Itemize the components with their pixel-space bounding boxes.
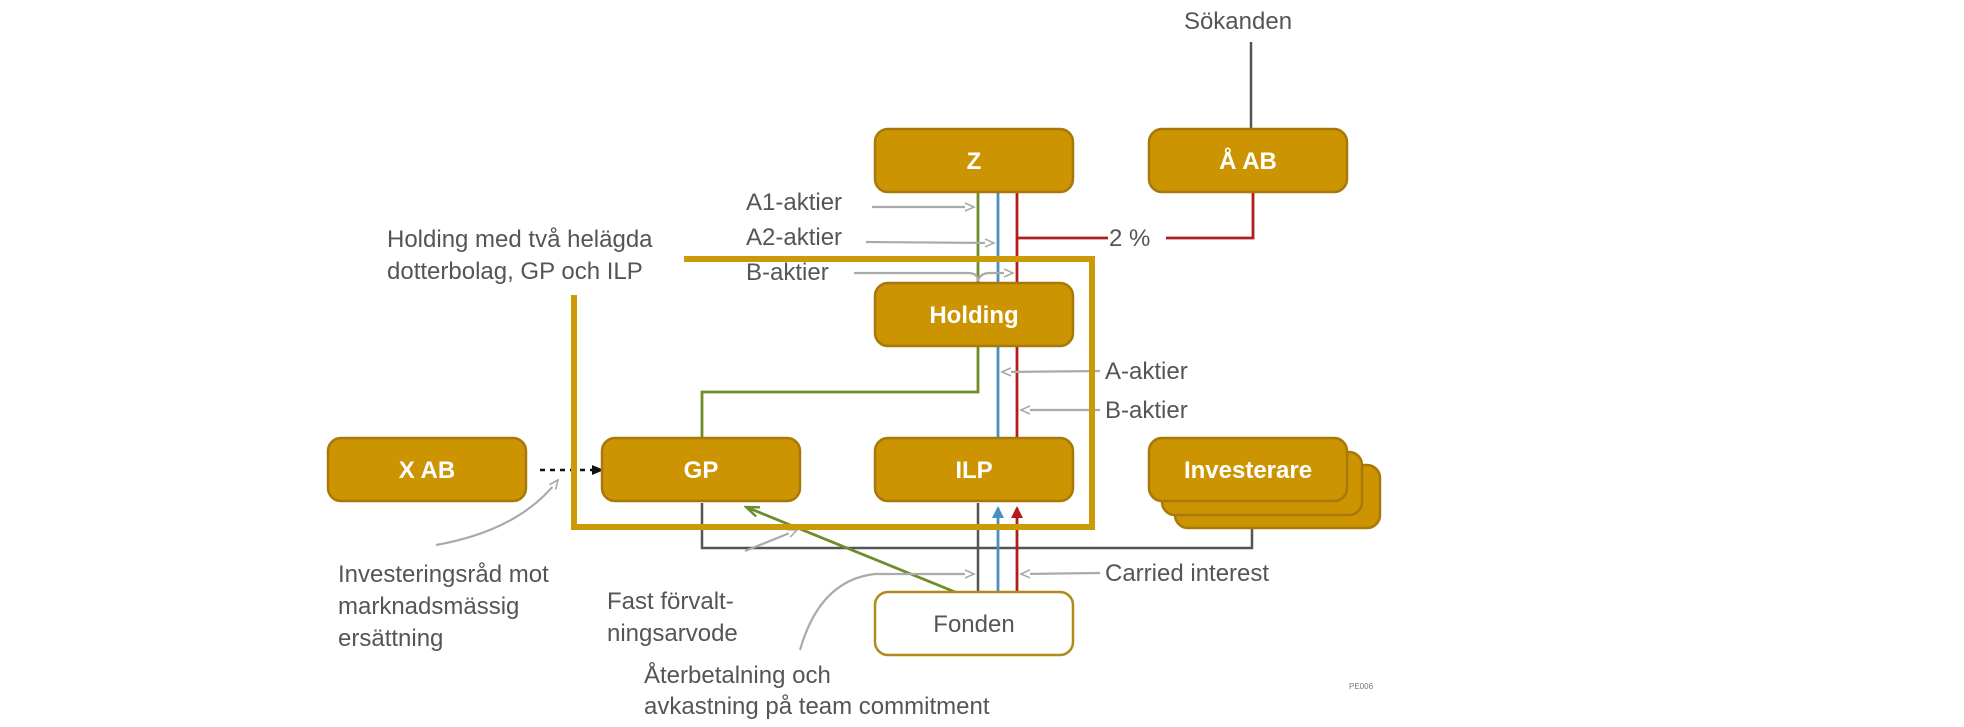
label-investeringsrad-line3: ersättning <box>338 625 443 652</box>
node-gp: GP <box>600 436 802 503</box>
label-aterbetalning-line2: avkastning på team commitment <box>644 693 990 720</box>
a2-arrow <box>865 238 996 248</box>
svg-text:GP: GP <box>684 457 719 484</box>
node-holding: Holding <box>873 281 1075 348</box>
node-sokanden: Sökanden <box>1184 8 1292 35</box>
label-investeringsrad-line2: marknadsmässig <box>338 593 519 620</box>
holding-group-frame <box>571 256 1095 530</box>
svg-text:Holding: Holding <box>929 302 1018 329</box>
label-two-percent: 2 % <box>1109 225 1150 252</box>
investeringsrad-arrow <box>435 478 560 547</box>
node-z: Z <box>873 127 1075 194</box>
label-carried-interest: Carried interest <box>1105 560 1269 587</box>
node-ilp: ILP <box>873 436 1075 503</box>
label-b-aktier-top: B-aktier <box>746 259 829 286</box>
svg-text:X AB: X AB <box>399 457 455 484</box>
holding-group-label-line1: Holding med två helägda <box>387 226 653 253</box>
label-b-aktier-mid: B-aktier <box>1105 397 1188 424</box>
label-a1-aktier: A1-aktier <box>746 189 842 216</box>
node-xab: X AB <box>326 436 528 503</box>
document-code: PE006 <box>1349 682 1374 691</box>
node-investerare-stack: Investerare <box>1147 436 1382 530</box>
node-aab: Å AB <box>1147 127 1349 194</box>
carried-interest-arrow <box>1019 569 1101 579</box>
svg-text:ILP: ILP <box>955 457 992 484</box>
holding-group-label-line2: dotterbolag, GP och ILP <box>387 258 643 285</box>
fast-arvode-arrow <box>744 528 799 553</box>
label-a2-aktier: A2-aktier <box>746 224 842 251</box>
svg-text:Investerare: Investerare <box>1184 457 1312 484</box>
label-fast-arvode-line2: ningsarvode <box>607 620 738 647</box>
label-fast-arvode-line1: Fast förvalt- <box>607 588 734 615</box>
label-a-aktier: A-aktier <box>1105 358 1188 385</box>
aterbetalning-arrow <box>798 569 976 651</box>
two-percent-line <box>1017 192 1255 240</box>
svg-text:Fonden: Fonden <box>933 611 1014 638</box>
fee-arrow <box>746 505 961 596</box>
node-fonden: Fonden <box>873 590 1075 657</box>
label-aterbetalning-line1: Återbetalning och <box>644 661 831 689</box>
b-top-arrow <box>854 268 1015 282</box>
a-mid-arrow <box>1000 367 1101 377</box>
svg-text:Å AB: Å AB <box>1219 147 1277 175</box>
label-investeringsrad-line1: Investeringsråd mot <box>338 561 549 588</box>
svg-text:Z: Z <box>967 148 982 175</box>
